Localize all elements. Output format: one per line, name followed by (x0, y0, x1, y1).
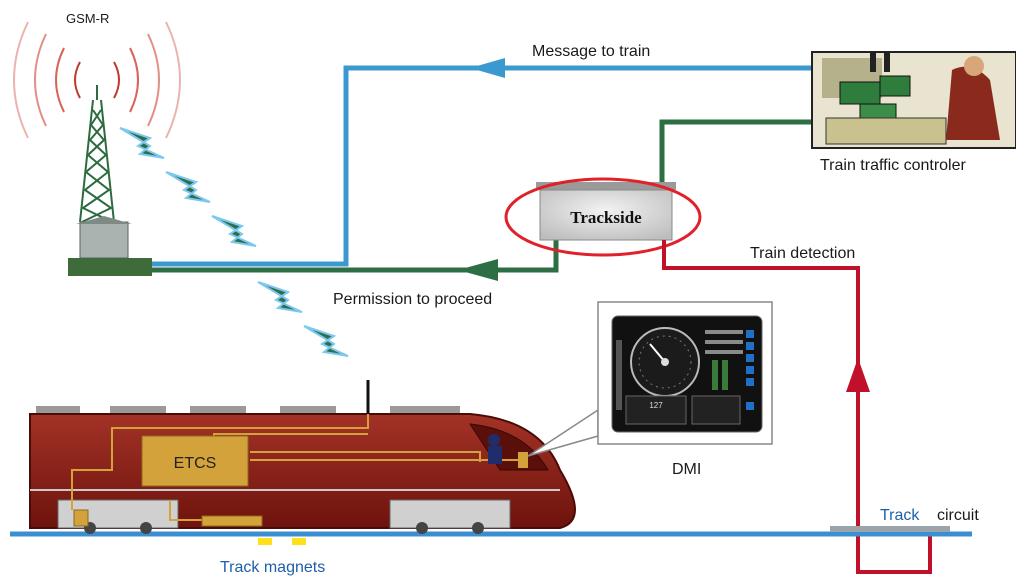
controller-room-image (811, 51, 1016, 149)
track-label: Track (880, 507, 920, 524)
track-magnet-icon (292, 538, 306, 545)
radio-signal-icon (119, 127, 349, 357)
antenna-tower-icon (79, 85, 115, 223)
driver-icon (488, 434, 528, 468)
dmi-callout: 127 DMI (527, 301, 773, 478)
permission-to-proceed-label: Permission to proceed (333, 291, 492, 308)
trackside-unit: Trackside (536, 182, 676, 241)
train-detection-label: Train detection (750, 245, 855, 262)
etcs-label: ETCS (174, 455, 217, 472)
message-to-train-label: Message to train (532, 43, 650, 60)
circuit-label: circuit (937, 507, 979, 524)
track-magnets-label: Track magnets (220, 559, 325, 576)
gsm-r-label: GSM-R (66, 11, 109, 26)
gsm-r-mast: GSM-R (13, 11, 181, 276)
train-detection-line (662, 240, 932, 574)
detection-arrow-icon (846, 358, 870, 392)
message-to-train-line (152, 65, 812, 267)
hut-base (68, 258, 152, 276)
message-arrow-icon (470, 58, 505, 78)
trackside-label: Trackside (570, 208, 642, 227)
radio-waves-icon (13, 21, 181, 139)
permission-arrow-icon (458, 259, 498, 281)
trackside-highlight-ellipse (504, 177, 702, 257)
train: ETCS (29, 380, 576, 534)
permission-line (152, 119, 812, 273)
track-magnet-icon (258, 538, 272, 545)
equipment-hut (79, 221, 129, 259)
dmi-label: DMI (672, 461, 701, 478)
train-traffic-controller-label: Train traffic controler (820, 157, 967, 174)
track-circuit-plate (830, 526, 950, 532)
dmi-speed-readout: 127 (649, 401, 663, 410)
